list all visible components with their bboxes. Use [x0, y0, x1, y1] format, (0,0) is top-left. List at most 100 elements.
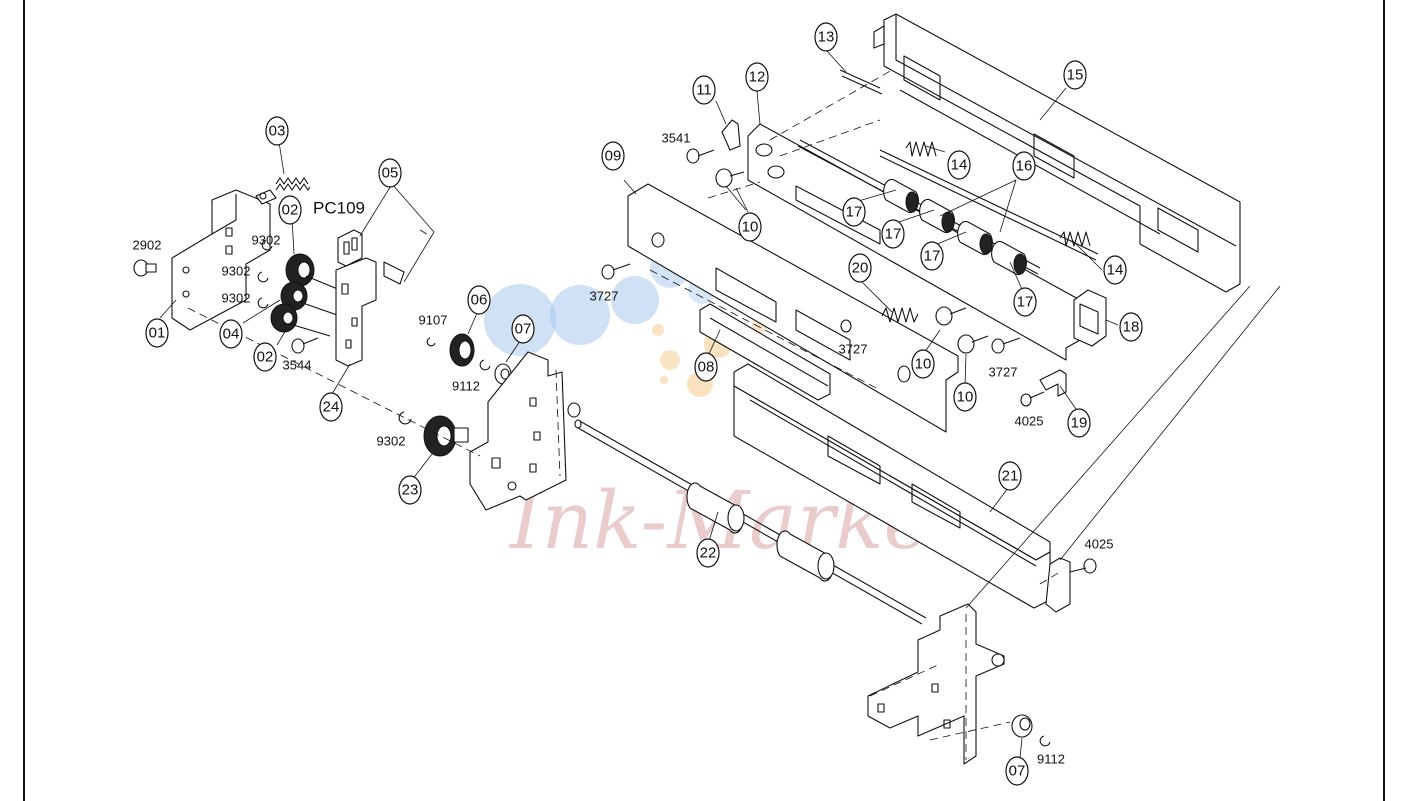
- svg-text:17: 17: [1017, 294, 1034, 311]
- code-9302-c: 9302: [222, 291, 251, 306]
- svg-text:09: 09: [605, 148, 622, 165]
- callout-17-b: 17: [881, 219, 905, 249]
- callout-10-c: 10: [953, 382, 977, 412]
- svg-text:17: 17: [885, 226, 902, 243]
- code-9302-a: 9302: [252, 233, 281, 248]
- screw-2902: [133, 259, 157, 277]
- bracket-12: [747, 123, 1081, 361]
- code-9107: 9107: [419, 313, 448, 328]
- code-3727-c: 3727: [989, 365, 1018, 380]
- svg-text:24: 24: [323, 399, 340, 416]
- callout-16: 16: [1012, 151, 1036, 181]
- callout-01: 01: [145, 318, 169, 348]
- svg-text:02: 02: [282, 202, 299, 219]
- spring-20: [881, 307, 919, 323]
- svg-text:13: 13: [818, 29, 835, 46]
- code-3544: 3544: [283, 358, 312, 373]
- side-bracket-01: [171, 189, 277, 331]
- part-13: [839, 69, 883, 95]
- callout-10-b: 10: [911, 349, 935, 379]
- code-9112-a: 9112: [452, 379, 480, 394]
- svg-text:17: 17: [924, 248, 941, 265]
- svg-text:11: 11: [696, 82, 712, 99]
- svg-text:23: 23: [402, 482, 419, 499]
- svg-text:17: 17: [846, 204, 863, 221]
- code-4025-b: 4025: [1085, 537, 1114, 552]
- callout-10-a: 10: [738, 212, 762, 242]
- left-frame-plate: [469, 351, 581, 511]
- diagram-frame: [23, 0, 1385, 801]
- svg-text:06: 06: [471, 292, 488, 309]
- svg-text:15: 15: [1067, 67, 1084, 84]
- svg-text:04: 04: [223, 326, 240, 343]
- callout-24: 24: [319, 392, 343, 422]
- callout-08: 08: [694, 352, 718, 382]
- svg-text:10: 10: [957, 389, 974, 406]
- springs-14: [905, 141, 1091, 247]
- callout-15: 15: [1063, 60, 1087, 90]
- code-2902: 2902: [133, 238, 162, 253]
- callout-07-left: 07: [511, 314, 535, 344]
- callout-06: 06: [467, 285, 491, 315]
- svg-text:14: 14: [951, 157, 968, 174]
- screws-right: [601, 148, 1097, 574]
- code-9112-b: 9112: [1037, 752, 1065, 767]
- sensor-label: PC109: [313, 199, 365, 218]
- callout-14-b: 14: [1103, 255, 1127, 285]
- assembly-lines: [187, 69, 1281, 741]
- leader-lines: [159, 50, 1119, 759]
- shaft-22: [574, 419, 927, 625]
- svg-text:08: 08: [698, 359, 715, 376]
- right-frame-plate: [867, 557, 1071, 765]
- svg-text:10: 10: [915, 356, 932, 373]
- frame-15: [873, 13, 1241, 293]
- svg-text:16: 16: [1016, 158, 1033, 175]
- svg-text:07: 07: [515, 321, 532, 338]
- holder-18: [1073, 289, 1107, 347]
- callout-14-a: 14: [947, 150, 971, 180]
- callout-02-upper: 02: [278, 195, 302, 225]
- svg-text:10: 10: [742, 219, 759, 236]
- svg-text:22: 22: [700, 545, 717, 562]
- callout-22: 22: [696, 538, 720, 568]
- callout-13: 13: [814, 22, 838, 52]
- strip-08: [699, 303, 831, 401]
- svg-text:07: 07: [1009, 763, 1026, 780]
- code-9302-d: 9302: [377, 434, 406, 449]
- callout-17-d: 17: [1013, 287, 1037, 317]
- callout-17-a: 17: [842, 197, 866, 227]
- code-3541: 3541: [662, 131, 691, 146]
- svg-text:01: 01: [149, 325, 166, 342]
- screw-3544: [291, 337, 319, 354]
- callout-21: 21: [998, 461, 1022, 491]
- code-9302-b: 9302: [222, 264, 251, 279]
- callout-17-c: 17: [920, 241, 944, 271]
- svg-text:03: 03: [269, 123, 286, 140]
- callout-12: 12: [745, 62, 769, 92]
- bracket-24: [335, 257, 405, 367]
- svg-text:18: 18: [1123, 319, 1140, 336]
- svg-text:05: 05: [382, 165, 399, 182]
- clip-11: [721, 119, 741, 151]
- callout-11: 11: [692, 75, 716, 105]
- callout-19: 19: [1067, 408, 1091, 438]
- svg-text:14: 14: [1107, 262, 1124, 279]
- code-3727-b: 3727: [839, 342, 868, 357]
- gear-23: [423, 415, 469, 457]
- callout-09: 09: [601, 141, 625, 171]
- callout-04: 04: [219, 319, 243, 349]
- callout-23: 23: [398, 475, 422, 505]
- callout-03: 03: [265, 116, 289, 146]
- callout-07-right: 07: [1005, 756, 1029, 786]
- gear-stack: [270, 253, 341, 337]
- hardware-code-layer: 2902 9302 9302 9302 9302 3544 9107 9112 …: [133, 131, 1114, 767]
- svg-text:19: 19: [1071, 415, 1088, 432]
- spring-03: [275, 177, 311, 191]
- clip-19: [1039, 369, 1067, 397]
- svg-text:02: 02: [257, 349, 274, 366]
- callout-02-lower: 02: [253, 342, 277, 372]
- rollers-17: [883, 178, 1027, 276]
- guide-21: [733, 363, 1051, 609]
